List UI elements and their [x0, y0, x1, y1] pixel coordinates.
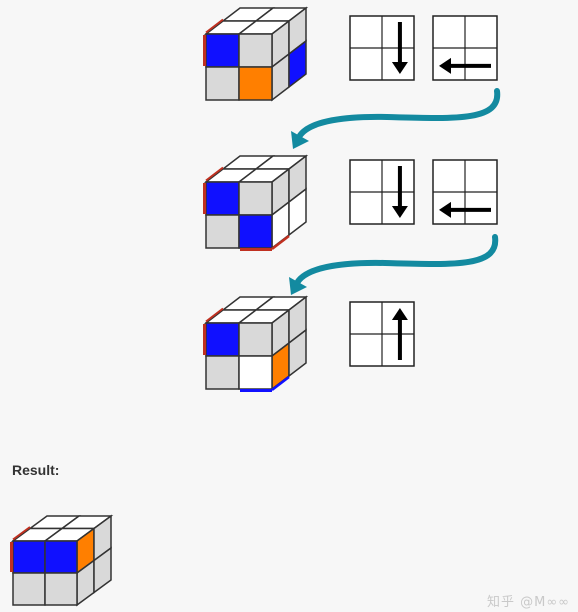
bottom-side-edge-hint — [271, 376, 290, 391]
left-top-edge-hint — [205, 307, 224, 323]
front-sticker — [238, 33, 273, 68]
move-box — [349, 159, 415, 225]
result-cube — [10, 514, 114, 607]
front-sticker — [44, 540, 78, 574]
watermark: 知乎 @M∞∞ — [486, 595, 570, 610]
arrow-down-icon — [391, 166, 408, 218]
cube-step-2 — [203, 154, 309, 251]
right-sticker — [288, 39, 307, 89]
front-sticker — [205, 66, 240, 101]
left-top-edge-hint — [12, 526, 31, 541]
front-sticker — [238, 181, 273, 216]
front-sticker — [205, 181, 240, 216]
arrow-left-icon — [439, 57, 491, 74]
front-sticker — [44, 572, 78, 606]
front-sticker — [238, 66, 273, 101]
move-box — [349, 301, 415, 367]
left-top-edge-hint — [205, 18, 224, 34]
front-sticker — [205, 355, 240, 390]
front-sticker — [12, 572, 46, 606]
arrow-down-icon — [391, 22, 408, 74]
transition-arrow-2 — [289, 234, 499, 295]
move-box — [432, 15, 498, 81]
front-sticker — [238, 355, 273, 390]
arrow-up-icon — [391, 308, 408, 360]
front-sticker — [205, 322, 240, 357]
arrow-left-icon — [439, 201, 491, 218]
move-box — [432, 159, 498, 225]
front-sticker — [238, 322, 273, 357]
right-sticker — [288, 187, 307, 237]
result-label: Result: — [12, 462, 60, 478]
cube-step-1 — [203, 6, 309, 102]
front-sticker — [205, 214, 240, 249]
transition-arrow-1 — [291, 88, 501, 149]
front-sticker — [238, 214, 273, 249]
left-top-edge-hint — [205, 166, 224, 182]
bottom-side-edge-hint — [271, 235, 290, 250]
right-sticker — [288, 328, 307, 378]
cube-step-3 — [203, 295, 309, 392]
front-sticker — [12, 540, 46, 574]
move-box — [349, 15, 415, 81]
front-sticker — [205, 33, 240, 68]
right-sticker — [93, 546, 112, 594]
